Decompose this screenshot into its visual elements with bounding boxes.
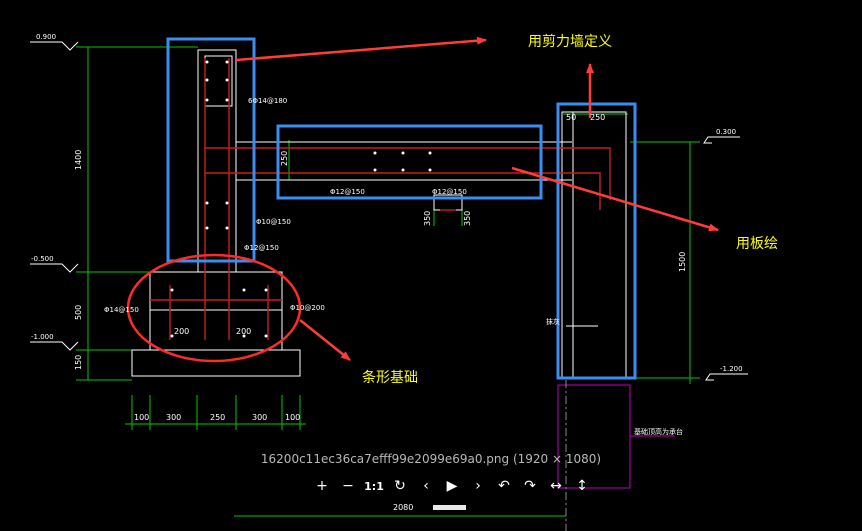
elevation-markers	[30, 41, 748, 381]
play-icon[interactable]: ▶	[446, 478, 458, 494]
rebar-label-wall-tie: Φ12@150	[244, 244, 279, 252]
slab-highlight-box	[276, 124, 543, 200]
redo-icon[interactable]: ↷	[524, 478, 536, 494]
annotation-slab-drawing: 用板绘	[736, 236, 778, 252]
rebar-label-wall-vertical: 6Φ14@180	[248, 97, 287, 105]
next-icon[interactable]: ›	[475, 478, 481, 494]
annotation-wall-definition: 用剪力墙定义	[528, 34, 612, 50]
annotation-strip-footing: 条形基础	[362, 369, 418, 386]
elevation-right-bottom: -1.200	[720, 365, 743, 373]
dim-slab-thickness: 250	[280, 151, 289, 166]
elevation-mid-left: -0.500	[31, 255, 54, 263]
image-filename-caption: 16200c11ec36ca7efff99e2099e69a0.png (192…	[260, 452, 602, 466]
dim-haunch-b: 350	[463, 211, 472, 226]
slab-right-wall-section	[236, 111, 627, 379]
elevation-right-top: 0.300	[716, 128, 736, 136]
footing-callout-ellipse	[126, 253, 302, 363]
right-wall-highlight-box	[556, 102, 637, 380]
pile-cap-outline	[557, 384, 675, 489]
rebar-lines	[150, 58, 611, 340]
fit-height-icon[interactable]: ↕	[576, 478, 588, 494]
rebar-label-footing-right: Φ10@200	[290, 304, 325, 312]
dim-bottom-seg-2: 300	[166, 413, 181, 422]
fit-width-icon[interactable]: ↔	[550, 478, 562, 494]
zoom-in-button[interactable]: +	[316, 478, 328, 494]
dim-right-height: 1500	[678, 252, 687, 272]
elevation-low-left: -1.000	[31, 333, 54, 341]
dim-footing-inner-right: 200	[236, 327, 251, 336]
dim-bottom-seg-4: 300	[252, 413, 267, 422]
rebar-label-slab-right: Φ12@150	[432, 188, 467, 196]
dim-bottom-seg-5: 100	[285, 413, 300, 422]
elevation-top-left: 0.900	[36, 33, 56, 41]
image-viewer-toolbar: + − 1:1 ↻ ‹ ▶ › ↶ ↷ ↔ ↕	[309, 476, 595, 496]
callout-arrows	[235, 36, 719, 361]
dim-footing-base: 150	[74, 355, 83, 370]
dim-right-wall-b: 250	[590, 113, 605, 122]
dimension-lines	[76, 46, 700, 517]
note-pile-cap: 基础顶高为承台	[634, 427, 683, 436]
highlight-boxes	[166, 37, 637, 380]
rebar-label-wall-horizontal: Φ10@150	[256, 218, 291, 226]
previous-icon[interactable]: ‹	[423, 478, 429, 494]
dim-right-wall-a: 50	[566, 113, 576, 122]
horizontal-scroll-thumb[interactable]	[433, 505, 466, 510]
dim-wall-height: 1400	[74, 150, 83, 170]
rebar-dots	[170, 60, 432, 338]
undo-icon[interactable]: ↶	[498, 478, 510, 494]
dim-total-span: 2080	[393, 503, 413, 512]
zoom-out-button[interactable]: −	[342, 478, 354, 494]
dim-bottom-seg-1: 100	[134, 413, 149, 422]
dim-bottom-seg-3: 250	[210, 413, 225, 422]
wall-highlight-box	[166, 37, 256, 263]
note-right-wall: 抹灰	[546, 317, 560, 326]
rebar-label-slab-left: Φ12@150	[330, 188, 365, 196]
dim-haunch-a: 350	[423, 211, 432, 226]
dim-footing-height: 500	[74, 305, 83, 320]
rebar-label-footing-left: Φ14@150	[104, 306, 139, 314]
dim-footing-inner-left: 200	[174, 327, 189, 336]
actual-size-button[interactable]: 1:1	[364, 479, 384, 493]
rotate-icon[interactable]: ↻	[394, 478, 406, 494]
